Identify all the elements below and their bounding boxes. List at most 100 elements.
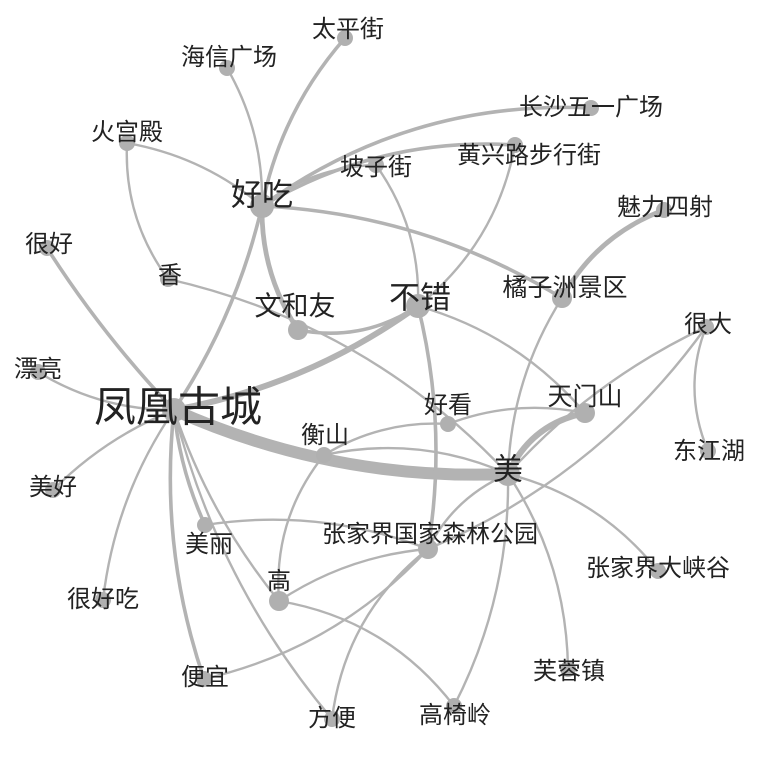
- edge-fenghuang-pianyi: [168, 408, 206, 681]
- node-dot-gao: [269, 591, 289, 611]
- edge-mei-hengshan: [322, 446, 510, 476]
- node-piaoliang: 漂亮: [14, 355, 62, 383]
- edge-haokan-tianmenshan: [446, 406, 587, 426]
- node-dot-juzizhou: [552, 288, 572, 308]
- node-label-pozijie: 坡子街: [340, 153, 412, 181]
- edge-henda-dongjianghu: [693, 325, 710, 453]
- node-tianmenshan: 天门山: [547, 382, 623, 423]
- node-hengshan: 衡山: [301, 421, 349, 463]
- node-label-haochi: 好吃: [231, 178, 293, 214]
- node-label-tianmenshan: 天门山: [547, 382, 622, 411]
- edge-zhangjiajie-meilinice: [203, 518, 430, 551]
- node-label-zhangjiajie: 张家界国家森林公园: [322, 520, 538, 548]
- edge-fenghuang-meilinice: [172, 408, 207, 527]
- edge-juzizhou-mei: [506, 296, 564, 476]
- edge-haochi-huangxing: [260, 142, 517, 208]
- edge-fenghuang-fangbian: [172, 408, 334, 721]
- node-henda: 很大: [684, 310, 732, 338]
- node-zhangjiajie: 张家界国家森林公园: [322, 520, 538, 559]
- node-label-changsha: 长沙五一广场: [519, 93, 663, 121]
- node-dot-hengshan: [316, 447, 332, 463]
- edge-mei-daxiagu: [506, 472, 660, 573]
- node-dot-mei: [496, 462, 520, 486]
- node-dot-dongjianghu: [700, 443, 716, 459]
- node-label-dongjianghu: 东江湖: [673, 437, 745, 465]
- node-label-pianyi: 便宜: [181, 663, 229, 691]
- node-dot-pianyi: [196, 671, 212, 687]
- node-dongjianghu: 东江湖: [673, 437, 745, 465]
- node-dot-henda: [698, 319, 714, 335]
- node-label-henhao: 很好: [25, 230, 73, 258]
- node-label-juzizhou: 橘子洲景区: [502, 273, 627, 302]
- node-label-meili: 魅力四射: [617, 193, 713, 221]
- edge-juzizhou-meili: [559, 207, 667, 301]
- node-meilinice: 美丽: [185, 517, 233, 558]
- edge-bucuo-wenheyou: [296, 304, 420, 335]
- node-dot-daxiagu: [650, 563, 666, 579]
- node-dot-changsha: [583, 100, 599, 116]
- node-dot-gaoyiling: [446, 698, 462, 714]
- node-label-xiang: 香: [158, 261, 182, 289]
- edge-bucuo-huangxing: [416, 143, 517, 308]
- node-mei: 美: [493, 453, 523, 488]
- node-label-huangxing: 黄兴路步行街: [457, 141, 601, 169]
- node-gaoyiling: 高椅岭: [419, 698, 491, 729]
- node-dot-henhaochi: [95, 592, 111, 608]
- edge-hengshan-gao: [277, 453, 326, 603]
- edge-zhangjiajie-pianyi: [202, 547, 430, 681]
- edge-xiang-mei: [166, 277, 510, 476]
- node-label-hengshan: 衡山: [301, 421, 349, 449]
- node-label-daxiagu: 张家界大峡谷: [586, 554, 730, 582]
- node-henhaochi: 很好吃: [67, 585, 139, 613]
- node-fangbian: 方便: [308, 704, 356, 732]
- edge-haochi-haixin: [225, 66, 264, 208]
- node-label-furong: 芙蓉镇: [533, 657, 605, 685]
- node-label-haixin: 海信广场: [181, 43, 277, 71]
- node-dot-wenheyou: [288, 320, 308, 340]
- edge-fenghuang-meihao: [51, 408, 176, 492]
- node-dot-haokan: [440, 416, 456, 432]
- node-pozijie: 坡子街: [340, 153, 412, 181]
- node-haochi: 好吃: [231, 178, 293, 218]
- node-gao: 高: [267, 567, 291, 611]
- node-dot-henhao: [39, 240, 55, 256]
- edge-haochi-taipingjie: [260, 36, 347, 208]
- node-huogongdian: 火宫殿: [91, 118, 163, 151]
- node-fenghuang: 凤凰古城: [94, 383, 262, 432]
- edge-haochi-pozijie: [260, 163, 378, 208]
- edge-haochi-huogongdian: [125, 141, 264, 208]
- node-label-piaoliang: 漂亮: [14, 355, 62, 383]
- node-label-henhaochi: 很好吃: [67, 585, 139, 613]
- node-pianyi: 便宜: [181, 663, 229, 691]
- node-dot-pozijie: [368, 157, 384, 173]
- node-dot-huangxing: [507, 137, 523, 153]
- node-dot-taipingjie: [337, 30, 353, 46]
- edge-bucuo-tianmenshan: [416, 304, 587, 415]
- node-furong: 芙蓉镇: [533, 657, 605, 685]
- node-bucuo: 不错: [389, 281, 451, 318]
- edge-mei-gaoyiling: [452, 472, 510, 708]
- node-dot-piaoliang: [30, 364, 46, 380]
- node-changsha: 长沙五一广场: [519, 93, 663, 121]
- node-label-henda: 很大: [684, 310, 732, 338]
- node-label-huogongdian: 火宫殿: [91, 118, 163, 146]
- node-juzizhou: 橘子洲景区: [502, 273, 628, 308]
- edge-mei-zhangjiajie: [426, 472, 510, 551]
- edge-henda-zhangjiajie: [426, 325, 708, 551]
- node-dot-meilinice: [197, 517, 213, 533]
- node-dot-fenghuang: [162, 398, 186, 422]
- node-label-fangbian: 方便: [308, 704, 356, 732]
- node-label-taipingjie: 太平街: [312, 15, 384, 43]
- node-meili: 魅力四射: [617, 193, 713, 221]
- node-label-meihao: 美好: [29, 473, 77, 501]
- edge-mei-furong: [506, 472, 570, 671]
- node-dot-furong: [560, 661, 576, 677]
- edge-huogongdian-xiang: [125, 141, 170, 281]
- edge-bucuo-pozijie: [374, 163, 420, 308]
- edge-gao-gaoyiling: [277, 599, 456, 708]
- node-wenheyou: 文和友: [255, 292, 336, 340]
- node-label-gaoyiling: 高椅岭: [419, 701, 491, 729]
- node-label-fenghuang: 凤凰古城: [94, 383, 262, 432]
